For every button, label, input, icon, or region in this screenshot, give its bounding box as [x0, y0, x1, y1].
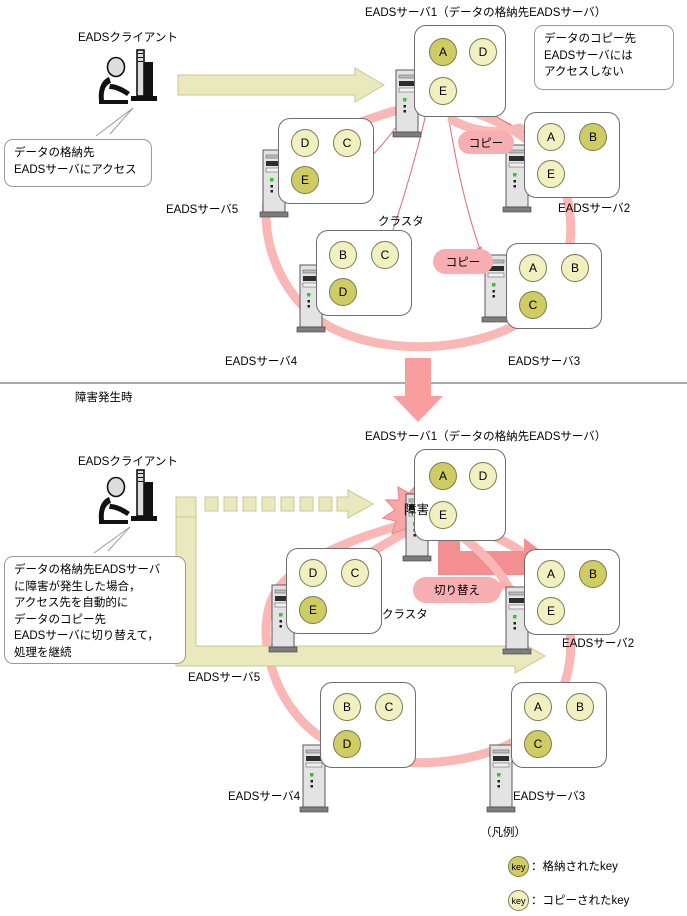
- bottom-cluster-label: クラスタ: [382, 609, 428, 621]
- bottom-client-label: EADSクライアント: [78, 456, 178, 468]
- top-server4-box: B C D: [316, 230, 412, 316]
- bottom-server4-label: EADSサーバ4: [228, 791, 301, 803]
- bottom-server3-label: EADSサーバ3: [513, 791, 586, 803]
- legend-label-stored: ：格納されたkey: [531, 861, 618, 873]
- failure-section-label: 障害発生時: [75, 392, 133, 404]
- client-access-path-bottom: [175, 489, 547, 674]
- top-server3-label: EADSサーバ3: [508, 356, 581, 368]
- key-circle: B: [566, 693, 594, 721]
- top-server2-label: EADSサーバ2: [558, 203, 631, 215]
- key-circle: B: [329, 241, 357, 269]
- key-circle: C: [333, 129, 361, 157]
- failure-burst-label: 障害: [404, 503, 430, 517]
- transition-arrow: [393, 358, 443, 422]
- key-circle: D: [469, 462, 497, 490]
- key-circle: A: [429, 38, 457, 66]
- key-circle: E: [537, 597, 565, 625]
- key-circle: E: [291, 166, 319, 194]
- key-circle: A: [537, 560, 565, 588]
- client-access-arrow-top: [177, 67, 385, 103]
- key-circle: E: [537, 160, 565, 188]
- key-circle: A: [537, 123, 565, 151]
- key-circle: C: [519, 291, 547, 319]
- top-server5-box: D C E: [278, 118, 374, 204]
- callout-leaders-bottom: [93, 526, 131, 554]
- key-circle: C: [524, 730, 552, 758]
- key-circle: A: [429, 462, 457, 490]
- key-circle: B: [561, 254, 589, 282]
- legend-key-stored-icon: key: [508, 856, 529, 877]
- top-server1-title: EADSサーバ1（データの格納先EADSサーバ）: [365, 7, 607, 19]
- callout-bottom-left: データの格納先EADSサーバ に障害が発生した場合， アクセス先を自動的に デー…: [4, 556, 186, 664]
- bottom-server3-box: A B C: [511, 682, 607, 768]
- bottom-server1-title: EADSサーバ1（データの格納先EADSサーバ）: [365, 431, 607, 443]
- bottom-server4-box: B C D: [320, 682, 416, 768]
- key-circle: B: [579, 123, 607, 151]
- bottom-server5-box: D C E: [286, 548, 382, 634]
- client-person-icon-top: [98, 49, 157, 104]
- client-person-icon-bottom: [98, 469, 157, 524]
- key-circle: B: [579, 560, 607, 588]
- key-circle: D: [333, 730, 361, 758]
- copy-pill-2: コピー: [433, 249, 493, 274]
- callout-top-left: データの格納先 EADSサーバにアクセス: [4, 139, 152, 187]
- key-circle: B: [333, 693, 361, 721]
- top-server4-label: EADSサーバ4: [225, 356, 298, 368]
- key-circle: C: [375, 693, 403, 721]
- key-circle: C: [371, 241, 399, 269]
- bottom-server2-label: EADSサーバ2: [562, 638, 635, 650]
- key-circle: D: [291, 129, 319, 157]
- legend-key-copied-icon: key: [508, 890, 529, 911]
- top-server2-box: A B E: [524, 112, 620, 198]
- top-cluster-label: クラスタ: [378, 216, 424, 228]
- bottom-server1-box: A D E: [414, 449, 506, 541]
- top-client-label: EADSクライアント: [78, 32, 178, 44]
- legend-label-copied: ：コピーされたkey: [531, 895, 630, 907]
- key-circle: D: [299, 559, 327, 587]
- top-server3-box: A B C: [506, 243, 602, 329]
- key-circle: C: [341, 559, 369, 587]
- key-circle: D: [469, 38, 497, 66]
- key-circle: A: [519, 254, 547, 282]
- copy-pill-1: コピー: [458, 131, 514, 154]
- bottom-server5-label: EADSサーバ5: [188, 672, 261, 684]
- callout-top-right: データのコピー先 EADSサーバには アクセスしない: [534, 25, 674, 90]
- key-circle: E: [429, 501, 457, 529]
- switch-pill: 切り替え: [413, 577, 501, 603]
- legend-heading: （凡例）: [480, 827, 526, 839]
- bottom-server2-box: A B E: [524, 549, 620, 635]
- key-circle: E: [299, 596, 327, 624]
- top-server1-box: A D E: [414, 25, 506, 117]
- key-circle: D: [329, 278, 357, 306]
- top-server5-label: EADSサーバ5: [166, 204, 239, 216]
- key-circle: E: [429, 77, 457, 105]
- key-circle: A: [524, 693, 552, 721]
